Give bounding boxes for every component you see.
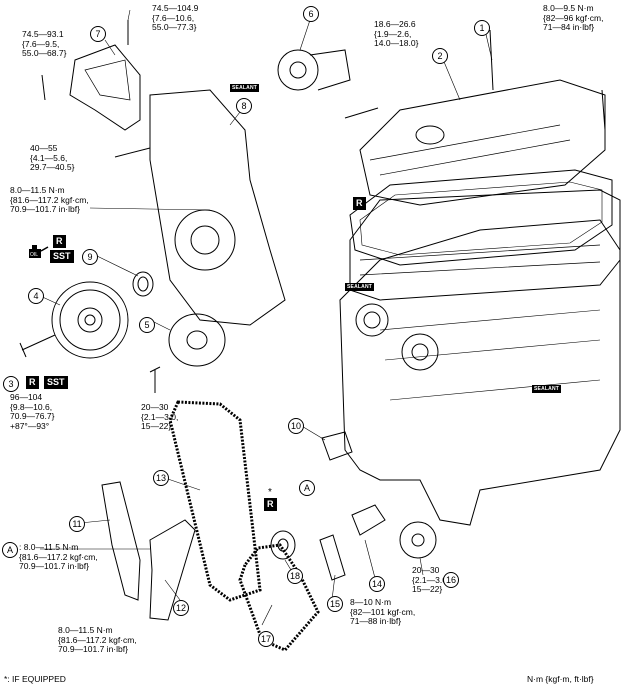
callout-a-2: A <box>2 542 18 558</box>
torque-label-oil-pump-chain-tensioner: 8—10 N·m {82—101 kgf·cm, 71—88 in·lbf} <box>350 597 416 626</box>
oil-pump-chain-guide <box>319 534 346 581</box>
bolt-3 <box>19 334 56 358</box>
sealant-badge-block: SEALANT <box>532 385 562 393</box>
callout-5: 5 <box>139 317 155 333</box>
footnote-if-equipped: *: IF EQUIPPED <box>4 674 66 684</box>
replace-badge-sprocket: R <box>264 498 277 511</box>
oil-pump-chain <box>238 543 320 652</box>
callout-18: 18 <box>287 568 303 584</box>
bolt-8 <box>114 147 151 158</box>
callout-13: 13 <box>153 470 169 486</box>
sst-badge-bolt: SST <box>44 376 68 389</box>
callout-4: 4 <box>28 288 44 304</box>
torque-label-a: : 8.0—11.5 N·m {81.6—117.2 kgf·cm, 70.9—… <box>19 542 98 571</box>
torque-label-chain-tensioner-arm: 8.0—11.5 N·m {81.6—117.2 kgf·cm, 70.9—10… <box>58 625 137 654</box>
callout-2: 2 <box>432 48 448 64</box>
replace-badge-gasket: R <box>353 197 366 210</box>
timing-chain-guide <box>101 481 141 601</box>
chain-tensioner-arm <box>149 519 196 621</box>
bolt-2 <box>601 89 606 131</box>
cylinder-head-cover <box>359 79 606 206</box>
cylinder-block <box>339 219 621 526</box>
bolt-5 <box>149 366 161 393</box>
callout-16b: 16 <box>443 572 459 588</box>
sealant-badge-front-cover: SEALANT <box>230 84 260 92</box>
oil-label: OIL <box>30 252 38 258</box>
replace-badge-seal: R <box>53 235 66 248</box>
if-equipped-star: * <box>268 487 272 498</box>
callout-10: 10 <box>288 418 304 434</box>
torque-label-idler-pulley: 20—30 {2.1—3.0, 15—22} <box>141 402 179 431</box>
oil-can-icon: OIL <box>27 243 49 259</box>
drive-belt-tensioner <box>277 49 319 91</box>
sst-badge-seal: SST <box>50 250 74 263</box>
exhaust-camshaft-sprocket <box>401 333 439 371</box>
torque-label-oil-pump-sprocket: 20—30 {2.1—3.0, 15—22} <box>412 565 450 594</box>
front-oil-seal <box>132 271 154 297</box>
engine-mount-bracket <box>69 44 141 131</box>
torque-label-mount-bracket: 74.5—93.1 {7.6—9.5, 55.0—68.7} <box>22 29 67 58</box>
chain-tensioner <box>321 431 353 461</box>
crankshaft-pulley <box>51 281 129 359</box>
sealant-badge-head: SEALANT <box>345 283 375 291</box>
torque-label-crankshaft-pulley-bolt: 96—104 {9.8—10.6, 70.9—76.7} +87°—93° <box>10 392 55 431</box>
callout-11: 11 <box>69 516 85 532</box>
idler-pulley <box>168 313 226 367</box>
callout-7: 7 <box>90 26 106 42</box>
cylinder-head-cover-gasket <box>349 169 613 266</box>
callout-12: 12 <box>173 600 189 616</box>
engine-front-cover <box>149 89 286 326</box>
torque-label-head-cover: 8.0—9.5 N·m {82—96 kgf·cm, 71—84 in·lbf} <box>543 3 604 32</box>
callout-15: 15 <box>327 596 343 612</box>
torque-label-front-cover-bolt: 40—55 {4.1—5.6, 29.7—40.5} <box>30 143 75 172</box>
bolt-1 <box>489 29 494 91</box>
callout-6: 6 <box>303 6 319 22</box>
torque-label-mount-bracket-upper: 74.5—104.9 {7.6—10.6, 55.0—77.3} <box>152 3 199 32</box>
bolt-7 <box>41 74 46 101</box>
oil-filler-cap <box>415 125 445 145</box>
callout-17: 17 <box>258 631 274 647</box>
callout-14: 14 <box>369 576 385 592</box>
callout-1: 1 <box>474 20 490 36</box>
oil-pump-sprocket <box>399 521 437 559</box>
callout-9: 9 <box>82 249 98 265</box>
cylinder-head <box>349 189 621 301</box>
units-legend: N·m {kgf·m, ft·lbf} <box>527 674 594 684</box>
callout-a-1: A <box>299 480 315 496</box>
callout-8: 8 <box>236 98 252 114</box>
replace-badge-bolt: R <box>26 376 39 389</box>
torque-label-drive-belt-tensioner: 18.6—26.6 {1.9—2.6, 14.0—18.0} <box>374 19 419 48</box>
oil-pump-chain-tensioner <box>351 504 386 536</box>
torque-label-front-cover: 8.0—11.5 N·m {81.6—117.2 kgf·cm, 70.9—10… <box>10 185 89 214</box>
timing-chain <box>168 400 262 602</box>
callout-3: 3 <box>3 376 19 392</box>
crankshaft-sprocket <box>270 530 296 560</box>
bolt-6 <box>344 107 379 119</box>
intake-camshaft-sprocket <box>355 303 389 337</box>
